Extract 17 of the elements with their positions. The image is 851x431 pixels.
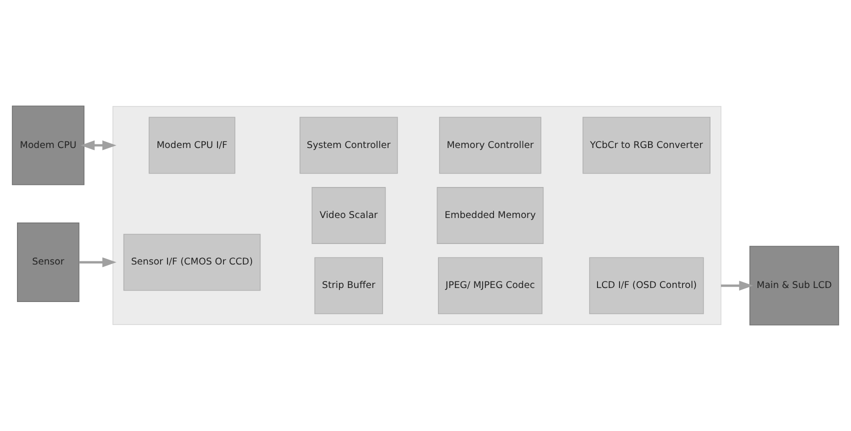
- arrow: [720, 280, 754, 291]
- node-box: Modem CPU I/F: [148, 116, 236, 174]
- node-box: System Controller: [300, 116, 398, 174]
- node-box: Modem CPU: [12, 106, 84, 186]
- node-box: Strip Buffer: [314, 257, 383, 314]
- node-box: Sensor I/F (CMOS Or CCD): [123, 234, 261, 291]
- node-box: JPEG/ MJPEG Codec: [438, 257, 542, 314]
- node-box: Sensor: [16, 222, 80, 302]
- node-box: Memory Controller: [439, 116, 542, 174]
- node-box: YCbCr to RGB Converter: [582, 116, 710, 174]
- node-box: LCD I/F (OSD Control): [589, 257, 704, 314]
- node-box: Main & Sub LCD: [749, 246, 840, 326]
- arrow: [80, 140, 116, 150]
- cluster: [112, 106, 722, 326]
- node-box: Embedded Memory: [436, 187, 544, 244]
- arrow: [79, 257, 116, 268]
- node-box: Video Scalar: [312, 187, 386, 244]
